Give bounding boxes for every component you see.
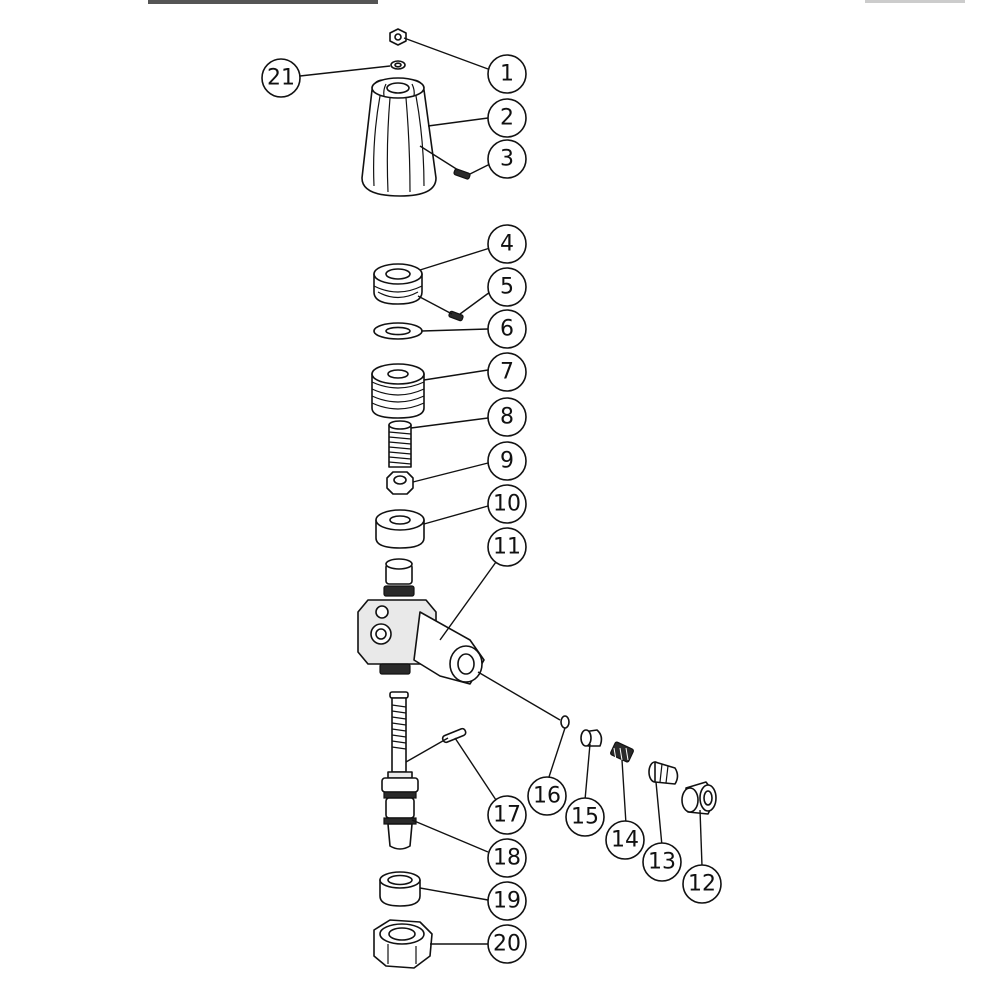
callout-9: 9 — [487, 441, 527, 481]
callout-5: 5 — [487, 267, 527, 307]
callout-21-circle — [261, 58, 301, 98]
part-3-set-screw — [453, 168, 471, 180]
part-13-poppet — [648, 761, 679, 785]
callout-18-label: 18 — [493, 846, 521, 871]
callout-11-label: 11 — [493, 535, 521, 560]
callout-3-circle — [487, 139, 527, 179]
part-19-bushing — [379, 871, 421, 907]
callout-11: 11 — [487, 527, 527, 567]
callout-6-label: 6 — [500, 317, 514, 342]
part-17-pin — [441, 727, 467, 744]
callout-1-label: 1 — [500, 62, 514, 87]
part-5-set-screw — [448, 310, 464, 322]
part-12-plug — [681, 781, 717, 815]
callout-9-circle — [487, 441, 527, 481]
callout-19-circle — [487, 881, 527, 921]
part-21-washer — [390, 60, 406, 70]
callout-21: 21 — [261, 58, 301, 98]
callout-2: 2 — [487, 98, 527, 138]
callout-2-circle — [487, 98, 527, 138]
callout-19-label: 19 — [493, 889, 521, 914]
callout-8: 8 — [487, 397, 527, 437]
callout-4-label: 4 — [500, 232, 514, 257]
part-7-spring — [371, 363, 425, 419]
callout-16-circle — [527, 776, 567, 816]
callout-20-circle — [487, 924, 527, 964]
callout-10-circle — [487, 484, 527, 524]
callout-12-circle — [682, 864, 722, 904]
callout-1: 1 — [487, 54, 527, 94]
callout-7-circle — [487, 352, 527, 392]
title-fragment — [148, 0, 378, 4]
callout-4: 4 — [487, 224, 527, 264]
part-11-valve-body — [357, 558, 485, 685]
part-6-washer — [373, 322, 423, 340]
callout-15-label: 15 — [571, 805, 599, 830]
part-18-stem — [381, 691, 419, 850]
callout-10-label: 10 — [493, 492, 521, 517]
callout-1-circle — [487, 54, 527, 94]
callout-20: 20 — [487, 924, 527, 964]
callout-6-circle — [487, 309, 527, 349]
part-14-spring — [610, 741, 634, 763]
callout-3: 3 — [487, 139, 527, 179]
callout-13-circle — [642, 842, 682, 882]
header-fragment — [865, 0, 965, 3]
callout-13-label: 13 — [648, 850, 676, 875]
callout-12: 12 — [682, 864, 722, 904]
callout-5-circle — [487, 267, 527, 307]
callout-11-circle — [487, 527, 527, 567]
callout-15-circle — [565, 797, 605, 837]
callout-8-label: 8 — [500, 405, 514, 430]
part-16-o-ring — [560, 715, 570, 729]
callout-14-circle — [605, 820, 645, 860]
callout-16-label: 16 — [533, 784, 561, 809]
part-20-hex-fitting — [373, 919, 433, 969]
callout-13: 13 — [642, 842, 682, 882]
part-10-cap — [375, 509, 425, 549]
callout-17-circle — [487, 795, 527, 835]
callout-19: 19 — [487, 881, 527, 921]
leader-lines — [299, 37, 703, 945]
callout-12-label: 12 — [688, 872, 716, 897]
callout-18: 18 — [487, 838, 527, 878]
callout-4-circle — [487, 224, 527, 264]
callout-17: 17 — [487, 795, 527, 835]
callout-16: 16 — [527, 776, 567, 816]
callout-15: 15 — [565, 797, 605, 837]
part-9-hex-nut — [386, 471, 414, 495]
callout-7-label: 7 — [500, 360, 514, 385]
callout-14: 14 — [605, 820, 645, 860]
callout-20-label: 20 — [493, 932, 521, 957]
part-2-knob — [361, 77, 437, 197]
part-15-seat — [580, 729, 603, 747]
part-8-threaded-shaft — [388, 420, 412, 468]
callout-3-label: 3 — [500, 147, 514, 172]
callout-8-circle — [487, 397, 527, 437]
callout-2-label: 2 — [500, 106, 514, 131]
callout-17-label: 17 — [493, 803, 521, 828]
callout-6: 6 — [487, 309, 527, 349]
callout-21-label: 21 — [267, 66, 295, 91]
callout-7: 7 — [487, 352, 527, 392]
callout-9-label: 9 — [500, 449, 514, 474]
callout-14-label: 14 — [611, 828, 639, 853]
part-1-nut — [389, 28, 407, 46]
part-4-collar — [373, 263, 423, 305]
callout-10: 10 — [487, 484, 527, 524]
callout-5-label: 5 — [500, 275, 514, 300]
callout-18-circle — [487, 838, 527, 878]
